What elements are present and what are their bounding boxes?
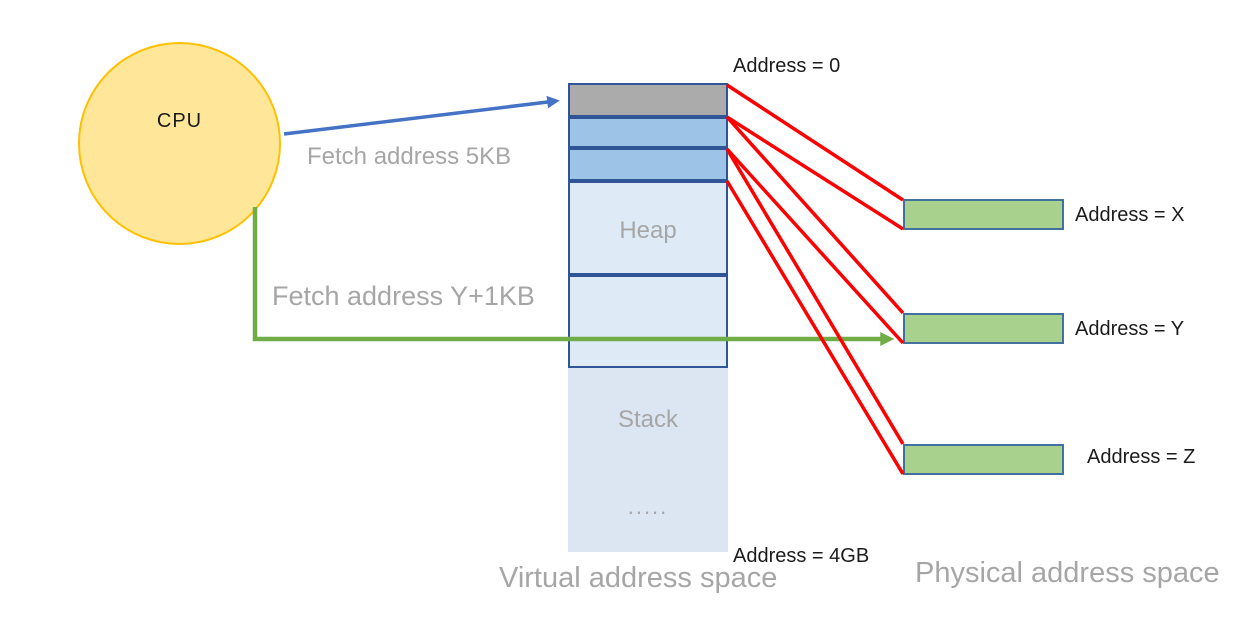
address-0-label: Address = 0 — [733, 55, 841, 77]
mapping-line-page0-bottom-to-x — [726, 115, 904, 231]
address-4gb-label: Address = 4GB — [733, 545, 870, 567]
mapping-line-page1-bottom-to-y — [725, 147, 905, 345]
physical-frame-y — [903, 313, 1064, 344]
mapping-line-page0-top-to-x — [726, 83, 904, 202]
virtual-address-space-caption: Virtual address space — [499, 562, 778, 594]
physical-frame-x — [903, 199, 1064, 230]
heap-region: Heap — [568, 181, 728, 275]
physical-address-space-caption: Physical address space — [915, 557, 1220, 589]
stack-label: Stack — [617, 406, 679, 433]
fetch-address-y1kb-label: Fetch address Y+1KB — [272, 281, 535, 311]
mapping-line-page2-bottom-to-z — [725, 180, 905, 475]
mapping-line-page2-top-to-z — [725, 148, 905, 445]
virtual-page-0 — [568, 83, 728, 117]
data-region — [568, 275, 728, 368]
cpu-label: CPU — [156, 110, 203, 132]
address-x-label: Address = X — [1075, 204, 1185, 226]
physical-frame-z — [903, 444, 1064, 475]
cpu-node: CPU — [78, 42, 281, 245]
address-y-label: Address = Y — [1075, 318, 1185, 340]
heap-label: Heap — [619, 217, 677, 244]
ellipsis-label: ..... — [627, 494, 669, 519]
mapping-line-page1-top-to-y — [725, 115, 905, 315]
fetch-5kb-arrow — [283, 95, 560, 136]
address-z-label: Address = Z — [1087, 446, 1196, 468]
virtual-page-2 — [568, 148, 728, 181]
stack-region: Stack ..... — [568, 368, 728, 552]
virtual-page-1 — [568, 117, 728, 148]
fetch-address-5kb-label: Fetch address 5KB — [307, 143, 512, 170]
